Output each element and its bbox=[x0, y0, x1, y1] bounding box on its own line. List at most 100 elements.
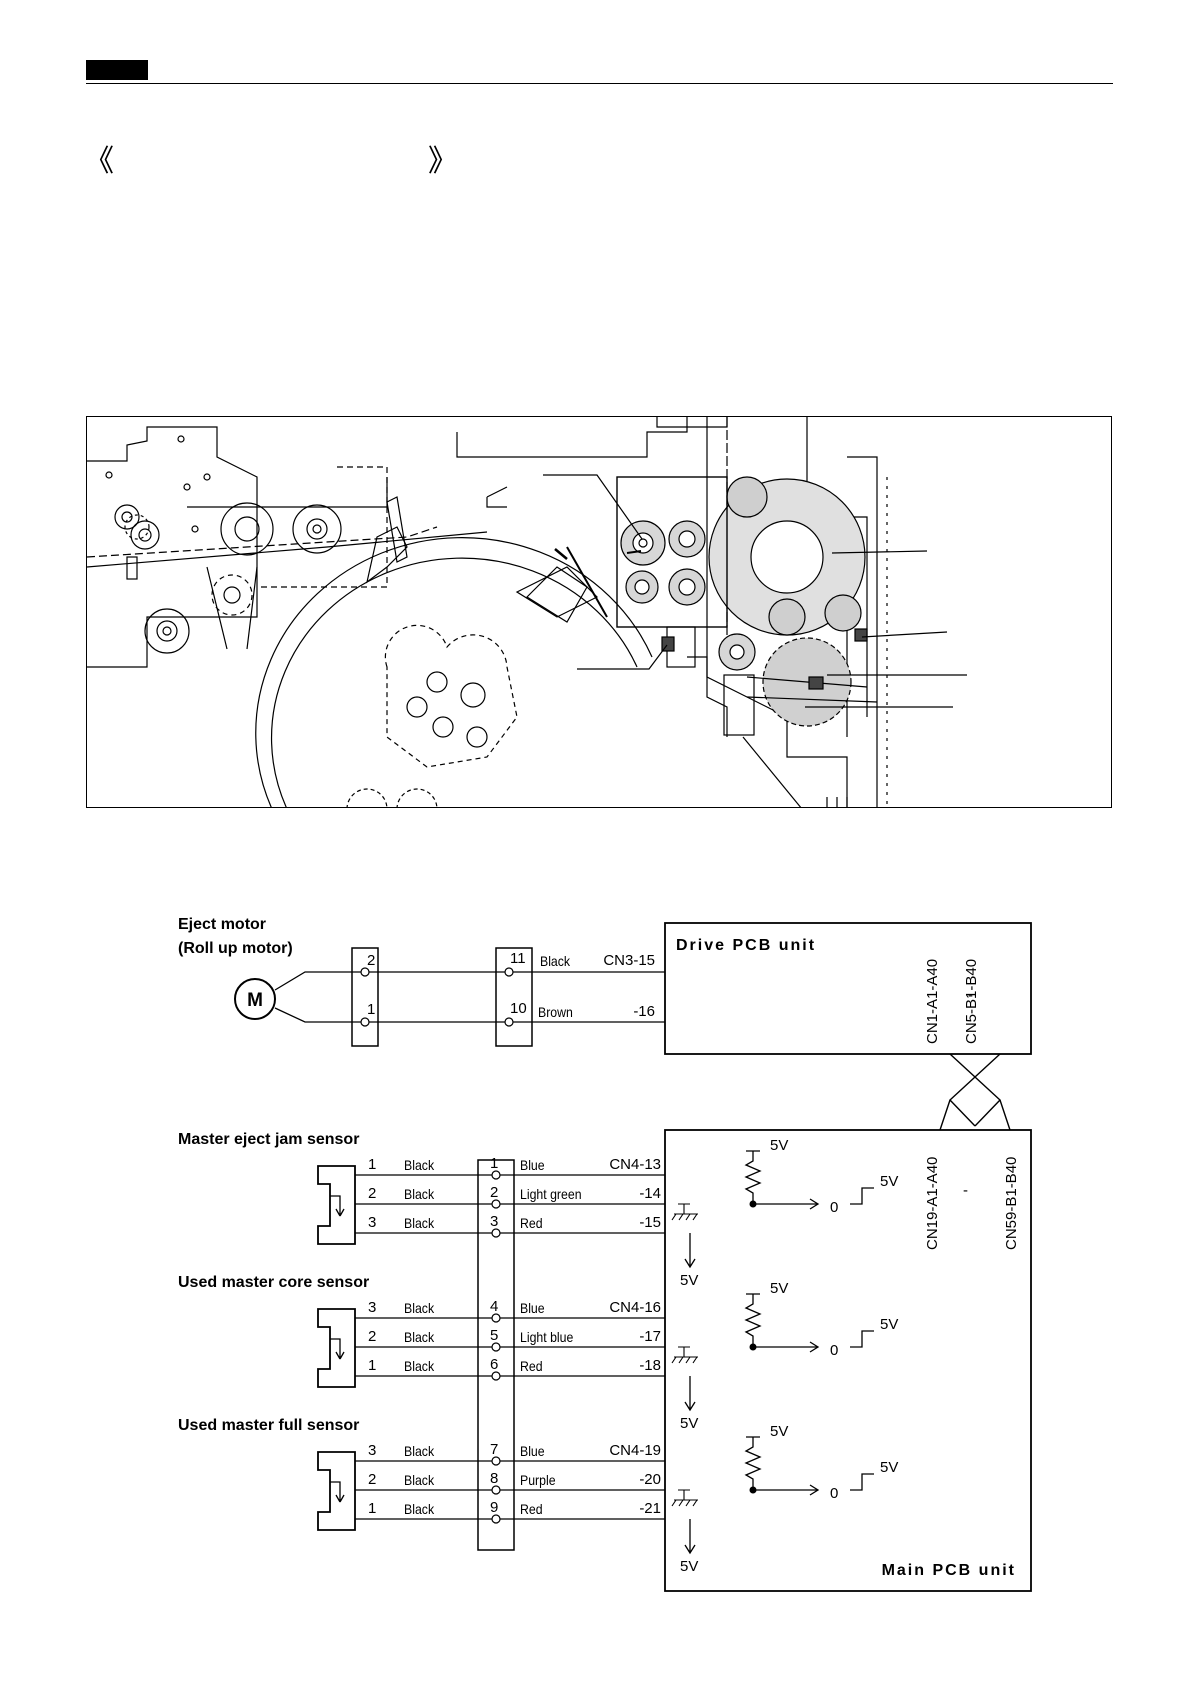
signal-arrow bbox=[753, 1198, 820, 1210]
logic-high-label: 5V bbox=[880, 1459, 898, 1476]
sensor-pin: 2 bbox=[368, 1185, 376, 1202]
harness-wire-color: Blue bbox=[520, 1300, 545, 1316]
supply-label: 5V bbox=[770, 1423, 788, 1440]
drive-pcb-box bbox=[664, 922, 1032, 1055]
logic-low-label: 0 bbox=[830, 1342, 838, 1359]
pullup-resistor bbox=[744, 1150, 762, 1204]
harness-wire-color: Blue bbox=[520, 1443, 545, 1459]
motor-wire-color: Brown bbox=[538, 1004, 573, 1020]
ground-symbol bbox=[671, 1346, 698, 1364]
sensor-wire-color: Black bbox=[404, 1157, 434, 1173]
sensor-terminal-strip bbox=[477, 1159, 515, 1551]
terminal-point bbox=[491, 1371, 501, 1381]
terminal-point bbox=[491, 1313, 501, 1323]
sensor-element bbox=[330, 1481, 345, 1503]
pullup-resistor bbox=[744, 1293, 762, 1347]
pcb-pin: -18 bbox=[639, 1357, 661, 1374]
motor-connector-1 bbox=[351, 947, 379, 1047]
terminal-point bbox=[491, 1485, 501, 1495]
terminal-number: 1 bbox=[490, 1155, 498, 1172]
motor-cn: CN3-15 bbox=[603, 952, 655, 969]
sensor-pin: 3 bbox=[368, 1299, 376, 1316]
supply-label: 5V bbox=[770, 1280, 788, 1297]
sensor-body bbox=[317, 1451, 356, 1531]
motor-title-sub: (Roll up motor) bbox=[178, 940, 293, 957]
supply-arrow bbox=[684, 1519, 696, 1555]
terminal-number: 3 bbox=[490, 1213, 498, 1230]
terminal-number: 2 bbox=[490, 1184, 498, 1201]
sensor-wire-color: Black bbox=[404, 1472, 434, 1488]
drive-pcb-conn-left: CN1-A1-A40 bbox=[924, 959, 941, 1044]
terminal-number: 9 bbox=[490, 1499, 498, 1516]
sensor-pin: 2 bbox=[368, 1328, 376, 1345]
pcb-pin: -15 bbox=[639, 1214, 661, 1231]
main-pcb-dash: - bbox=[963, 1182, 968, 1199]
supply-arrow bbox=[684, 1233, 696, 1269]
motor-letter: M bbox=[247, 990, 263, 1011]
harness-wire-color: Purple bbox=[520, 1472, 556, 1488]
main-pcb-box bbox=[664, 1129, 1032, 1592]
sensor-wire-color: Black bbox=[404, 1186, 434, 1202]
sensor-element bbox=[330, 1195, 345, 1217]
sensor-element bbox=[330, 1338, 345, 1360]
harness-wire-color: Light blue bbox=[520, 1329, 573, 1345]
logic-waveform bbox=[850, 1330, 874, 1348]
terminal-point bbox=[491, 1514, 501, 1524]
harness-wire-color: Blue bbox=[520, 1157, 545, 1173]
terminal-point bbox=[491, 1170, 501, 1180]
ground-symbol bbox=[671, 1203, 698, 1221]
sensor-pin: 1 bbox=[368, 1357, 376, 1374]
logic-high-label: 5V bbox=[880, 1173, 898, 1190]
mechanism-drawing bbox=[87, 417, 967, 807]
harness-wire-color: Red bbox=[520, 1215, 543, 1231]
logic-low-label: 0 bbox=[830, 1485, 838, 1502]
motor-pin: 2 bbox=[367, 952, 375, 969]
motor-pin: 1 bbox=[367, 1001, 375, 1018]
harness-wire-color: Red bbox=[520, 1358, 543, 1374]
logic-high-label: 5V bbox=[880, 1316, 898, 1333]
sensor-wire-color: Black bbox=[404, 1358, 434, 1374]
supply-label: 5V bbox=[770, 1137, 788, 1154]
motor-cn: -16 bbox=[633, 1003, 655, 1020]
sensor-wire-color: Black bbox=[404, 1300, 434, 1316]
sensor-wire-color: Black bbox=[404, 1215, 434, 1231]
sensor-title-jam: Master eject jam sensor bbox=[178, 1131, 359, 1148]
pcb-pin: -21 bbox=[639, 1500, 661, 1517]
sensor-wire-color: Black bbox=[404, 1329, 434, 1345]
sensor-title-full: Used master full sensor bbox=[178, 1417, 359, 1434]
header-tab bbox=[86, 60, 148, 80]
terminal-point bbox=[491, 1199, 501, 1209]
main-pcb-label: Main PCB unit bbox=[882, 1562, 1016, 1579]
harness-wire-color: Light green bbox=[520, 1186, 582, 1202]
supply-label: 5V bbox=[680, 1558, 698, 1575]
terminal-point bbox=[491, 1228, 501, 1238]
pcb-pin: CN4-16 bbox=[609, 1299, 661, 1316]
logic-low-label: 0 bbox=[830, 1199, 838, 1216]
pcb-pin: -20 bbox=[639, 1471, 661, 1488]
sensor-pin: 3 bbox=[368, 1214, 376, 1231]
sensor-pin: 1 bbox=[368, 1500, 376, 1517]
pcb-pin: -17 bbox=[639, 1328, 661, 1345]
pcb-pin: CN4-19 bbox=[609, 1442, 661, 1459]
section-bracket-left: 《 bbox=[84, 144, 114, 179]
main-pcb-conn-right: CN59-B1-B40 bbox=[1003, 1157, 1020, 1250]
terminal-point bbox=[491, 1456, 501, 1466]
drive-pcb-conn-right: CN5-B1-B40 bbox=[963, 959, 980, 1044]
supply-label: 5V bbox=[680, 1415, 698, 1432]
mechanism-illustration bbox=[86, 416, 1112, 808]
terminal-number: 8 bbox=[490, 1470, 498, 1487]
motor-symbol: M bbox=[234, 971, 665, 1023]
sensor-body bbox=[317, 1308, 356, 1388]
motor-term: 10 bbox=[510, 1000, 527, 1017]
sensor-wire-color: Black bbox=[404, 1443, 434, 1459]
pcb-harness bbox=[939, 1053, 1011, 1131]
logic-waveform bbox=[850, 1187, 874, 1205]
sensor-body bbox=[317, 1165, 356, 1245]
pullup-resistor bbox=[744, 1436, 762, 1490]
supply-arrow bbox=[684, 1376, 696, 1412]
sensor-pin: 2 bbox=[368, 1471, 376, 1488]
